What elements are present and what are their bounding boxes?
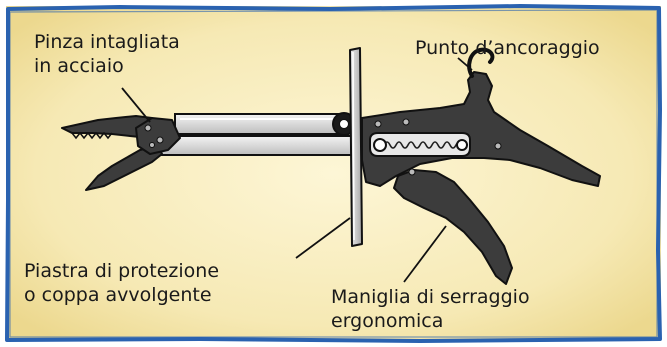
shaft-lower-bar (159, 135, 366, 156)
label-steel-gripper: Pinza intagliata in acciaio (34, 30, 180, 78)
frame-border-inner (9, 9, 658, 338)
leader-punto (457, 57, 473, 71)
handle-rivet (408, 168, 416, 176)
handle-rivet (494, 142, 502, 150)
label-line: ergonomica (331, 310, 444, 332)
label-protection-plate: Piastra di protezione o coppa avvolgente (24, 259, 219, 307)
jaw-rivet (149, 142, 155, 148)
leader-pinza (121, 87, 151, 123)
spring-end-ring (373, 138, 387, 152)
leader-piastra (295, 217, 351, 259)
frame-border (5, 4, 662, 343)
handle-rivet (402, 118, 410, 126)
label-line: Punto d’ancoraggio (415, 37, 600, 59)
jaw-rivet (144, 124, 152, 132)
shaft-upper-bar (174, 113, 346, 135)
pivot-ring (332, 112, 356, 136)
label-line: Piastra di protezione (24, 260, 220, 282)
handle-body (361, 71, 601, 187)
handle-rivet (374, 120, 382, 128)
spring-coil (383, 141, 463, 149)
jaw-rivet (156, 136, 164, 144)
spring-end-ring (456, 139, 468, 151)
label-ergonomic-handle: Maniglia di serraggio ergonomica (331, 285, 530, 333)
leader-maniglia (403, 225, 447, 283)
jaw-teeth (71, 131, 113, 140)
protection-plate (349, 47, 363, 247)
label-line: Maniglia di serraggio (331, 286, 530, 308)
label-line: o coppa avvolgente (24, 284, 212, 306)
handle-trigger (393, 169, 513, 285)
label-anchor-point: Punto d’ancoraggio (415, 36, 600, 60)
label-line: in acciaio (34, 55, 124, 77)
gripper-jaws (61, 115, 181, 191)
label-line: Pinza intagliata (34, 31, 180, 53)
